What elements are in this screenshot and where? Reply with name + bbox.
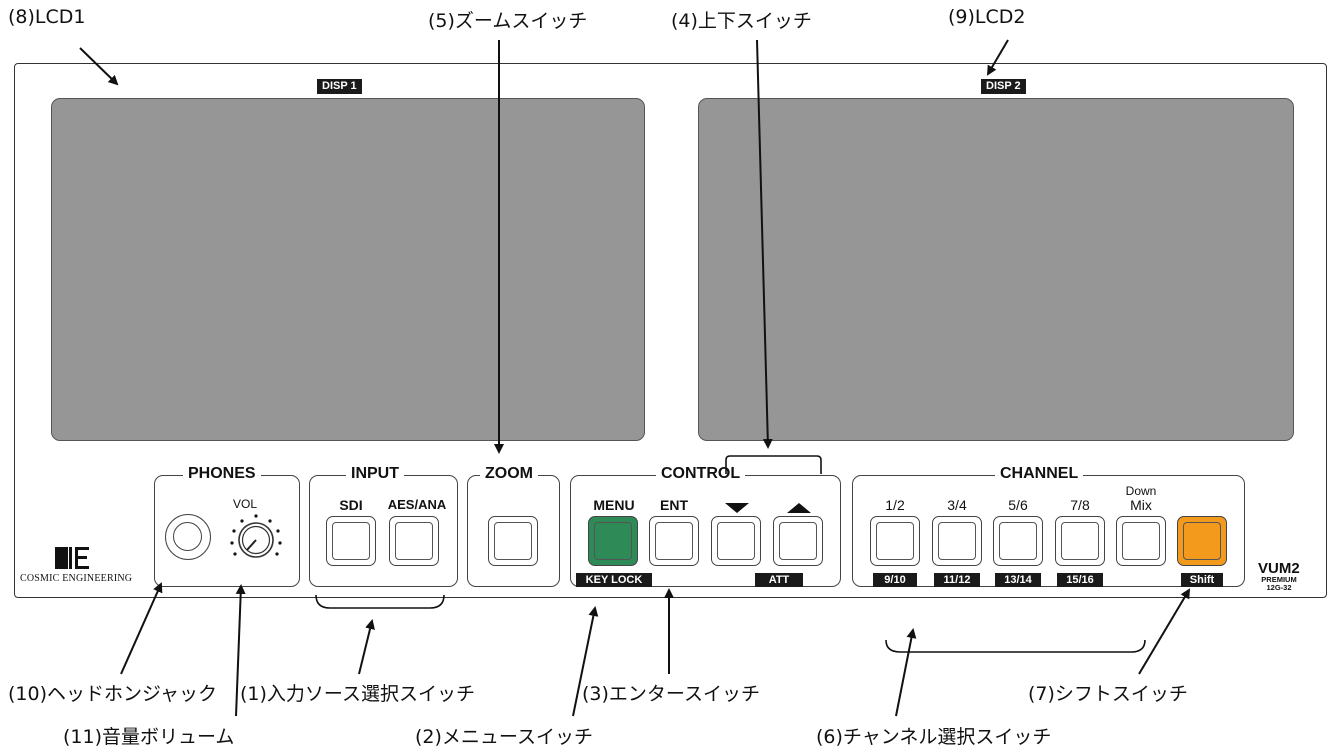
sdi-label: SDI	[339, 497, 363, 513]
callout-zoom-switch: (5)ズームスイッチ	[428, 10, 588, 32]
volume-knob-icon[interactable]	[223, 510, 289, 572]
down-mix-label-line1: Down	[1125, 484, 1157, 498]
brand-logo-text: COSMIC ENGINEERING	[20, 573, 133, 584]
ch-3-4-button[interactable]	[932, 516, 982, 566]
ent-label: ENT	[660, 497, 688, 513]
ch-7-8-button[interactable]	[1055, 516, 1105, 566]
ch-5-6-label: 5/6	[1008, 497, 1028, 513]
aes-ana-button[interactable]	[389, 516, 439, 566]
ch-5-6-button[interactable]	[993, 516, 1043, 566]
up-button[interactable]	[773, 516, 823, 566]
ent-button[interactable]	[649, 516, 699, 566]
lcd2-screen	[698, 98, 1294, 441]
disp1-tag: DISP 1	[317, 79, 362, 94]
ch-11-12-tag: 11/12	[934, 573, 980, 587]
ch-13-14-tag: 13/14	[995, 573, 1041, 587]
callout-volume: (11)音量ボリューム	[63, 726, 235, 748]
input-group-title: INPUT	[346, 465, 404, 483]
model-sub1: PREMIUM	[1261, 575, 1297, 584]
model-name: VUM2	[1258, 560, 1300, 577]
vol-label: VOL	[232, 497, 257, 511]
down-triangle-icon	[722, 500, 752, 514]
ch-7-8-label: 7/8	[1070, 497, 1090, 513]
callout-channel-select: (6)チャンネル選択スイッチ	[816, 726, 1052, 748]
control-group-title: CONTROL	[656, 465, 746, 483]
callout-input-select: (1)入力ソース選択スイッチ	[240, 683, 475, 705]
callout-lcd1: (8)LCD1	[8, 6, 86, 28]
up-triangle-icon	[784, 500, 814, 514]
zoom-group-title: ZOOM	[480, 465, 538, 483]
phone-jack-icon[interactable]	[165, 514, 211, 560]
menu-label: MENU	[593, 497, 635, 513]
callout-updown-switch: (4)上下スイッチ	[671, 10, 812, 32]
callout-shift-switch: (7)シフトスイッチ	[1028, 683, 1188, 705]
aes-ana-label: AES/ANA	[387, 497, 447, 512]
callout-enter-switch: (3)エンタースイッチ	[582, 683, 760, 705]
key-lock-tag: KEY LOCK	[576, 573, 652, 587]
ch-9-10-tag: 9/10	[873, 573, 917, 587]
lcd1-screen	[51, 98, 645, 441]
ch-1-2-label: 1/2	[885, 497, 905, 513]
cosmic-engineering-logo	[55, 545, 95, 571]
ch-15-16-tag: 15/16	[1057, 573, 1103, 587]
menu-button[interactable]	[588, 516, 638, 566]
phones-group-title: PHONES	[183, 465, 261, 483]
shift-button[interactable]	[1177, 516, 1227, 566]
ch-3-4-label: 3/4	[947, 497, 967, 513]
sdi-button[interactable]	[326, 516, 376, 566]
shift-tag: Shift	[1181, 573, 1223, 587]
ch-1-2-button[interactable]	[870, 516, 920, 566]
down-mix-button[interactable]	[1116, 516, 1166, 566]
callout-headphone-jack: (10)ヘッドホンジャック	[8, 683, 218, 705]
disp2-tag: DISP 2	[981, 79, 1026, 94]
channel-group-title: CHANNEL	[995, 465, 1084, 483]
callout-lcd2: (9)LCD2	[948, 6, 1026, 28]
att-tag: ATT	[755, 573, 803, 587]
zoom-button[interactable]	[488, 516, 538, 566]
down-mix-label-line2: Mix	[1130, 497, 1152, 513]
model-sub2: 12G-32	[1266, 583, 1292, 592]
down-button[interactable]	[711, 516, 761, 566]
callout-menu-switch: (2)メニュースイッチ	[415, 726, 593, 748]
